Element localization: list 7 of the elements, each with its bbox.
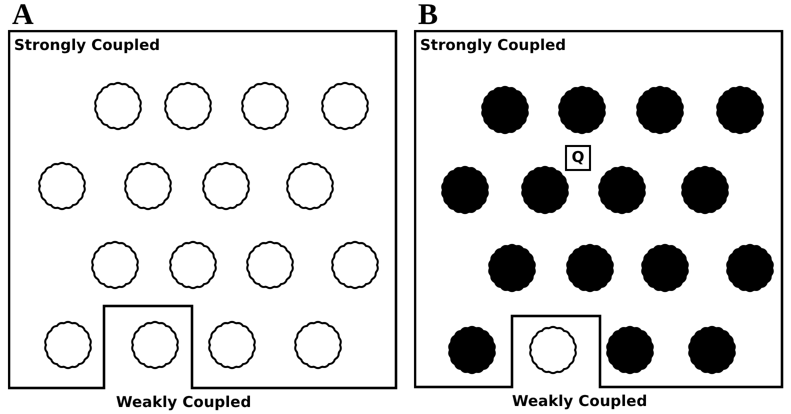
label-box: Q [565, 145, 591, 171]
panel-caption: Weakly Coupled [512, 392, 648, 410]
panel-letter: A [12, 0, 34, 30]
panel-heading: Strongly Coupled [420, 36, 566, 54]
panel-heading: Strongly Coupled [14, 36, 160, 54]
panel-letter: B [418, 0, 438, 30]
panel-caption: Weakly Coupled [116, 393, 252, 411]
